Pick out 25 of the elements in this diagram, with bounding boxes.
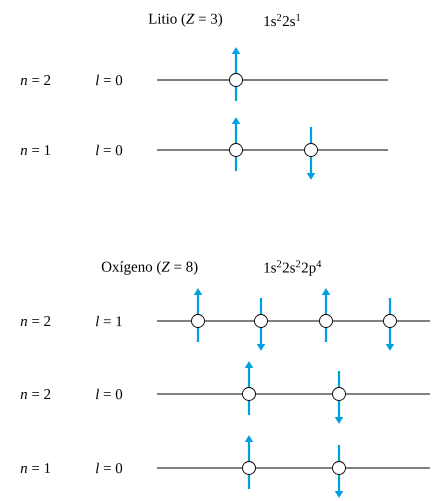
level-label: 1s$^{2}$2s$^{2}$2p$^{4}$ xyxy=(264,260,322,276)
electron-circle xyxy=(383,314,397,328)
level-label: l = 0 xyxy=(96,144,122,156)
electron-circle xyxy=(254,314,268,328)
level-label: l = 0 xyxy=(96,388,122,400)
electron-circle xyxy=(242,387,256,401)
level-label: Litio (Z = 3) xyxy=(148,13,222,27)
level-label: l = 0 xyxy=(96,462,122,474)
electron-circle xyxy=(191,314,205,328)
level-label: n = 2 xyxy=(20,316,50,326)
electron-circle xyxy=(304,143,318,157)
electron-circle xyxy=(332,461,346,475)
electron-circle xyxy=(242,461,256,475)
level-label: n = 1 xyxy=(20,463,50,473)
electron-circle xyxy=(229,73,243,87)
level-label: l = 1 xyxy=(96,316,122,326)
level-label: n = 2 xyxy=(20,389,50,399)
level-label: n = 2 xyxy=(20,75,50,85)
electron-circle xyxy=(319,314,333,328)
level-label: Oxígeno (Z = 8) xyxy=(102,261,198,275)
electron-circle xyxy=(332,387,346,401)
level-label: 1s$^{2}$2s$^{1}$ xyxy=(264,14,300,26)
electron-circle xyxy=(229,143,243,157)
level-label: n = 1 xyxy=(20,145,50,155)
level-label: l = 0 xyxy=(96,74,122,86)
